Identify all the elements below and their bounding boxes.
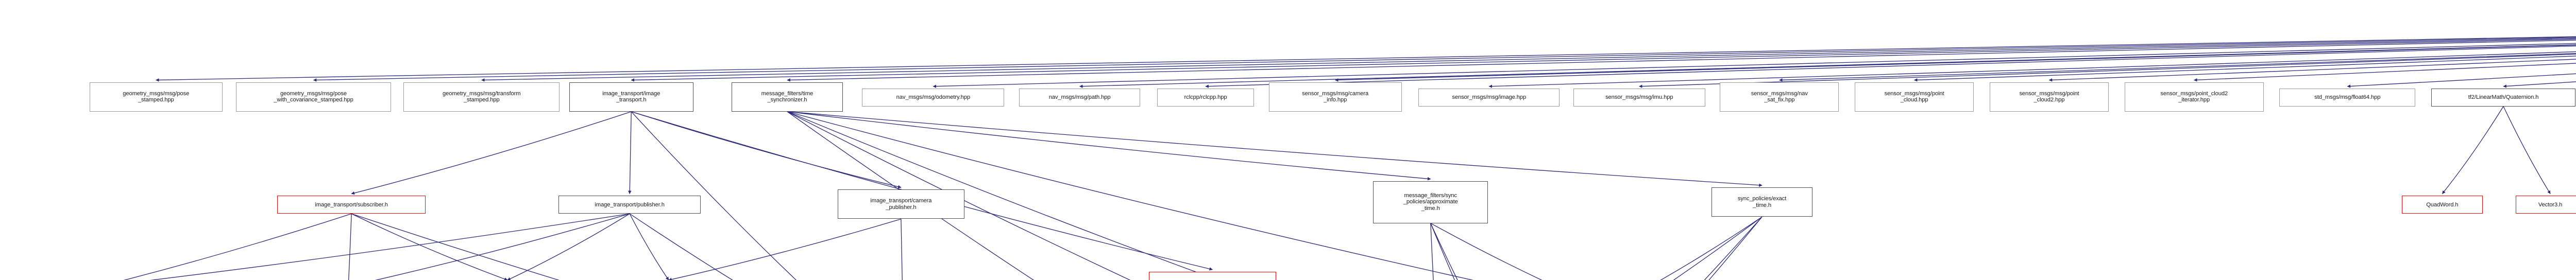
graph-node-n11[interactable]: sensor_msgs/msg/imu.hpp xyxy=(1573,88,1705,107)
graph-node-n15[interactable]: sensor_msgs/point_cloud2 _iterator.hpp xyxy=(2124,82,2264,112)
graph-node-label: rclcpp/rclcpp.hpp xyxy=(1184,94,1227,100)
graph-node-label: sync_policies/exact _time.h xyxy=(1737,196,1787,208)
graph-node-n09[interactable]: sensor_msgs/msg/camera _info.hpp xyxy=(1268,82,1402,112)
graph-node-label: sensor_msgs/msg/point _cloud.hpp xyxy=(1884,90,1944,103)
graph-node-label: tf2/LinearMath/Quaternion.h xyxy=(2468,94,2539,100)
graph-node-n08[interactable]: rclcpp/rclcpp.hpp xyxy=(1157,88,1255,107)
graph-node-label: sensor_msgs/msg/point _cloud2.hpp xyxy=(2019,90,2079,103)
graph-node-label: geometry_msgs/msg/pose _with_covariance_… xyxy=(274,90,353,103)
graph-node-label: image_transport/subscriber.h xyxy=(315,201,388,208)
graph-node-n03[interactable]: geometry_msgs/msg/transform _stamped.hpp xyxy=(403,82,560,112)
graph-node-n01[interactable]: geometry_msgs/msg/pose _stamped.hpp xyxy=(89,82,223,112)
graph-node-label: QuadWord.h xyxy=(2426,201,2459,208)
graph-node-label: sensor_msgs/msg/imu.hpp xyxy=(1605,94,1673,100)
graph-node-n10[interactable]: sensor_msgs/msg/image.hpp xyxy=(1418,88,1560,107)
graph-node-label: sensor_msgs/msg/nav _sat_fix.hpp xyxy=(1751,90,1808,103)
graph-node-label: Vector3.h xyxy=(2538,201,2563,208)
graph-node-label: geometry_msgs/msg/transform _stamped.hpp xyxy=(443,90,521,103)
graph-node-n30[interactable]: image_transport/publisher.h xyxy=(558,196,701,214)
graph-node-n06[interactable]: nav_msgs/msg/odometry.hpp xyxy=(862,88,1005,107)
graph-node-n47[interactable]: QuadWord.h xyxy=(2401,196,2483,214)
graph-node-n29[interactable]: image_transport/subscriber.h xyxy=(277,196,426,214)
graph-node-n12[interactable]: sensor_msgs/msg/nav _sat_fix.hpp xyxy=(1720,82,1839,112)
graph-node-n02[interactable]: geometry_msgs/msg/pose _with_covariance_… xyxy=(236,82,391,112)
graph-node-label: sensor_msgs/msg/image.hpp xyxy=(1452,94,1527,100)
graph-node-label: geometry_msgs/msg/pose _stamped.hpp xyxy=(123,90,190,103)
graph-node-n14[interactable]: sensor_msgs/msg/point _cloud2.hpp xyxy=(1989,82,2109,112)
graph-node-n13[interactable]: sensor_msgs/msg/point _cloud.hpp xyxy=(1855,82,1974,112)
graph-node-label: image_transport/publisher.h xyxy=(595,201,665,208)
graph-node-n16[interactable]: std_msgs/msg/float64.hpp xyxy=(2279,88,2416,107)
graph-node-label: std_msgs/msg/float64.hpp xyxy=(2314,94,2381,100)
graph-node-n34[interactable]: sync_policies/exact _time.h xyxy=(1711,187,1813,217)
graph-node-n17[interactable]: tf2/LinearMath/Quaternion.h xyxy=(2431,88,2576,107)
graph-node-n33[interactable]: message_filters/sync _policies/approxima… xyxy=(1373,181,1488,223)
graph-node-n04[interactable]: image_transport/image _transport.h xyxy=(569,82,693,112)
graph-node-n07[interactable]: nav_msgs/msg/path.hpp xyxy=(1019,88,1141,107)
graph-node-n31[interactable]: image_transport/camera _publisher.h xyxy=(838,189,964,219)
graph-node-label: message_filters/time _synchronizer.h xyxy=(761,90,814,103)
graph-node-label: nav_msgs/msg/path.hpp xyxy=(1048,94,1111,100)
graph-node-n48[interactable]: Vector3.h xyxy=(2515,196,2576,214)
graph-node-n32[interactable]: image_transport/camera _subscriber.h xyxy=(1148,271,1277,280)
graph-node-label: sensor_msgs/point_cloud2 _iterator.hpp xyxy=(2160,90,2228,103)
graph-node-label: image_transport/image _transport.h xyxy=(602,90,660,103)
graph-node-n05[interactable]: message_filters/time _synchronizer.h xyxy=(731,82,843,112)
graph-node-label: nav_msgs/msg/odometry.hpp xyxy=(896,94,971,100)
graph-node-label: sensor_msgs/msg/camera _info.hpp xyxy=(1302,90,1369,103)
graph-node-label: message_filters/sync _policies/approxima… xyxy=(1403,192,1458,212)
graph-node-label: image_transport/camera _publisher.h xyxy=(870,198,932,211)
